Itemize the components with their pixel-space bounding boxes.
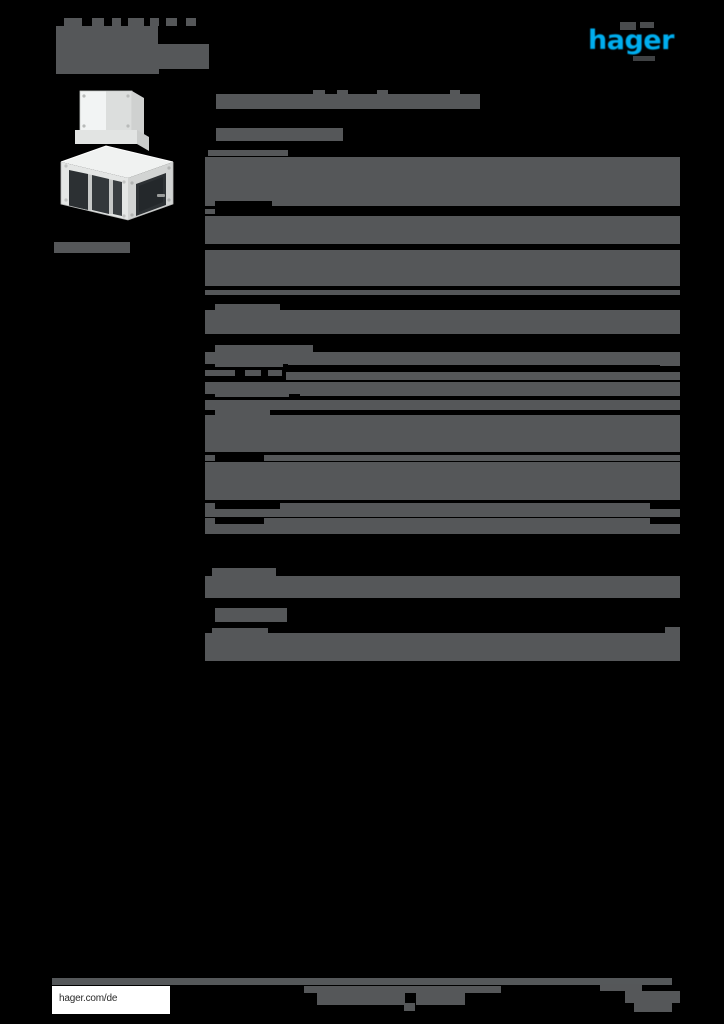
table-row-bullet bbox=[205, 503, 215, 509]
title-fragment bbox=[64, 18, 82, 26]
table-row bbox=[272, 201, 680, 206]
section-header-label bbox=[208, 421, 263, 429]
footer-page-number bbox=[625, 991, 680, 1003]
spec-label bbox=[245, 370, 261, 376]
table-row-bullet bbox=[205, 312, 213, 317]
section-divider bbox=[205, 290, 680, 295]
spec-label bbox=[212, 628, 268, 635]
page-subheading bbox=[216, 128, 343, 141]
table-row-bullet bbox=[205, 404, 215, 410]
footer-center-text bbox=[317, 993, 405, 1005]
table-row-band bbox=[286, 372, 680, 380]
section-header-label bbox=[208, 150, 288, 156]
hager-logo: hager bbox=[588, 25, 674, 56]
product-photo bbox=[58, 88, 180, 236]
spec-label bbox=[215, 388, 289, 397]
table-row-band bbox=[205, 415, 680, 429]
table-row-bullet bbox=[205, 209, 215, 214]
table-row-bullet bbox=[205, 201, 215, 206]
logo-mark-fragment bbox=[620, 22, 636, 30]
footer-center-text bbox=[416, 993, 465, 1005]
document-title-underline bbox=[56, 66, 159, 74]
footer-url-box[interactable]: hager.com/de bbox=[52, 986, 170, 1014]
table-row-band bbox=[205, 310, 680, 322]
spec-value bbox=[665, 627, 680, 633]
spec-label bbox=[215, 358, 283, 367]
footer-divider bbox=[52, 978, 672, 985]
table-row bbox=[272, 265, 680, 270]
table-row-band bbox=[205, 462, 680, 500]
title-fragment bbox=[186, 18, 196, 26]
heading-ascender bbox=[450, 90, 460, 95]
spec-value bbox=[660, 356, 680, 366]
table-row-band bbox=[205, 157, 680, 201]
title-fragment bbox=[128, 18, 144, 26]
section-header-label bbox=[212, 568, 276, 576]
table-row-band bbox=[205, 524, 680, 534]
logo-mark-fragment bbox=[640, 22, 654, 28]
title-fragment bbox=[150, 18, 159, 26]
table-row-band bbox=[205, 576, 680, 598]
page-heading bbox=[216, 94, 480, 109]
table-row-band bbox=[205, 322, 680, 334]
footer-page-number bbox=[600, 984, 642, 991]
table-row-bullet bbox=[205, 386, 215, 392]
table-row-band bbox=[205, 400, 680, 410]
spec-leader bbox=[264, 455, 680, 461]
spec-leader bbox=[264, 518, 650, 524]
product-photo-svg bbox=[60, 90, 174, 221]
spec-leader bbox=[280, 503, 650, 509]
product-caption bbox=[54, 242, 130, 253]
footer-center-descender bbox=[404, 1003, 415, 1011]
footer-url-link[interactable]: hager.com/de bbox=[59, 993, 118, 1004]
logo-tagline bbox=[633, 56, 655, 61]
title-fragment bbox=[112, 18, 121, 26]
spec-label bbox=[215, 406, 270, 415]
spec-leader bbox=[300, 389, 680, 396]
table-row-band bbox=[205, 272, 680, 286]
spec-label bbox=[268, 370, 282, 376]
table-row-band bbox=[205, 509, 680, 517]
spec-value bbox=[660, 386, 680, 396]
document-title-line2 bbox=[56, 44, 209, 69]
table-row-band bbox=[205, 428, 680, 452]
title-fragment bbox=[166, 18, 177, 26]
heading-ascender bbox=[377, 90, 388, 95]
table-row-bullet bbox=[205, 455, 215, 461]
title-fragment bbox=[92, 18, 104, 26]
section-header-label bbox=[215, 304, 280, 310]
table-row-bullet bbox=[205, 370, 235, 376]
section-header-label bbox=[215, 345, 313, 352]
table-row-bullet bbox=[205, 518, 215, 524]
table-row-band bbox=[205, 216, 680, 244]
footer-page-number bbox=[634, 1003, 672, 1012]
heading-ascender bbox=[313, 90, 325, 95]
section-header-label bbox=[215, 608, 287, 622]
table-row-band bbox=[205, 633, 680, 661]
spec-leader bbox=[288, 358, 680, 365]
document-title-line1 bbox=[56, 26, 158, 46]
footer-center-text bbox=[304, 986, 501, 993]
hager-logo-text: hager bbox=[588, 25, 674, 56]
table-row-bullet bbox=[205, 356, 215, 362]
heading-ascender bbox=[337, 90, 348, 95]
table-row-bullet bbox=[205, 265, 215, 270]
